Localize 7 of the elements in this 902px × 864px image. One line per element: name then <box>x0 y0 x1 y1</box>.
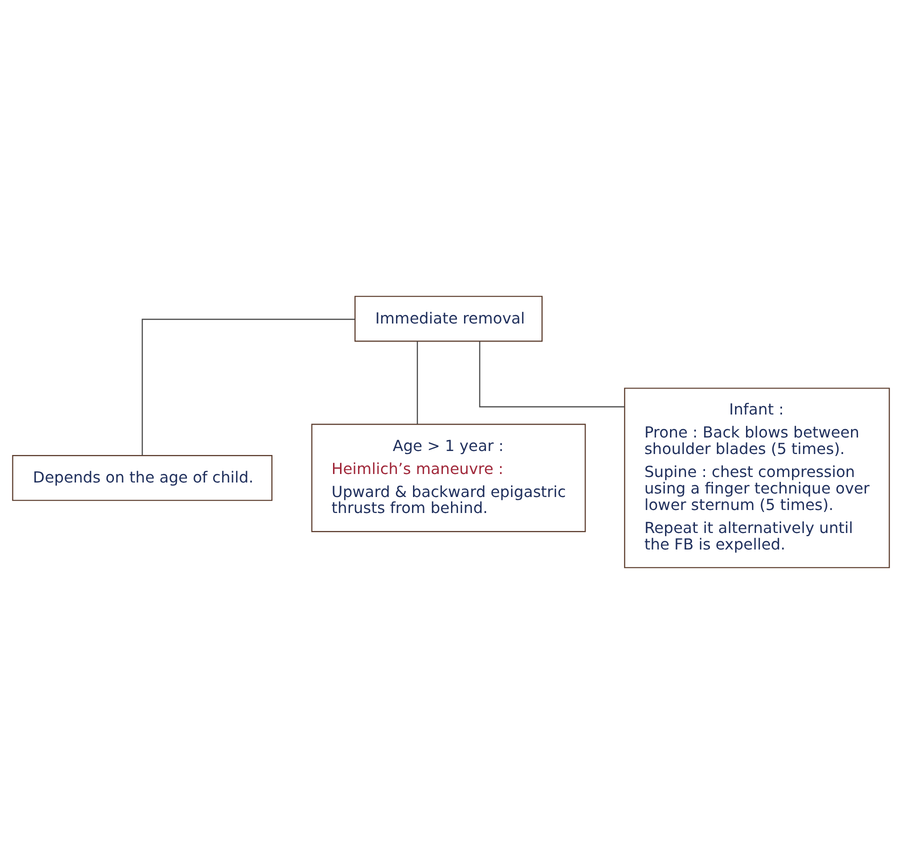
node-box: Infant : Prone : Back blows between shoulder blades (5 times). Supine : chest compression using a finger technique over lower sternum (5 times). Repeat it alternatively until the FB is expelled. <box>624 388 890 568</box>
connector <box>142 318 355 456</box>
node-box: Immediate removal <box>354 296 543 342</box>
node-box: Age > 1 year : Heimlich’s maneuvre : Upward & backward epigastric thrusts from behind. <box>311 424 586 532</box>
connector <box>416 341 418 424</box>
connector <box>479 341 624 408</box>
node-box: Depends on the age of child. <box>12 454 272 501</box>
